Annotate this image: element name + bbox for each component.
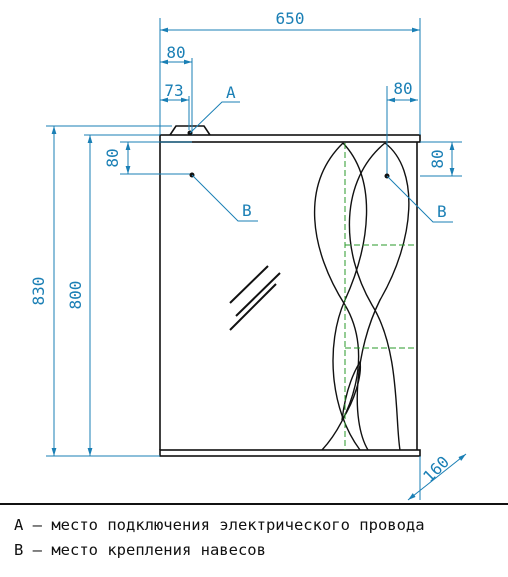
- dim-mount-drop-right: 80: [420, 141, 462, 177]
- marker-b-right-label: B: [437, 202, 447, 221]
- dim-total-height: 830: [29, 125, 172, 457]
- dim-mount-offset-right: 80: [386, 79, 418, 176]
- marker-b-left-label: B: [242, 201, 252, 220]
- door-wave: [314, 142, 410, 451]
- cabinet-drawing: 650 80 73 A 80 B 80 80: [29, 9, 467, 501]
- legend-item-a: A – место подключения электрического про…: [14, 516, 425, 534]
- dim-depth-label: 160: [419, 452, 453, 486]
- dim-mount-offset-right-label: 80: [393, 79, 412, 98]
- marker-b-right: B: [384, 173, 453, 223]
- dim-total-height-label: 830: [29, 277, 48, 306]
- dim-socket-offset-label: 73: [164, 81, 183, 100]
- dim-mount-drop-left: 80: [103, 141, 192, 175]
- marker-a: A: [187, 83, 240, 136]
- legend: A – место подключения электрического про…: [14, 513, 425, 563]
- dim-body-height-label: 800: [66, 281, 85, 310]
- cabinet-outline: [159, 125, 421, 457]
- dim-total-width: 650: [159, 9, 421, 135]
- door-guides: [344, 143, 417, 450]
- dim-socket-offset: 73: [160, 81, 190, 130]
- marker-a-label: A: [226, 83, 236, 102]
- dim-mount-drop-left-label: 80: [103, 148, 122, 167]
- dim-total-width-label: 650: [276, 9, 305, 28]
- dim-mount-offset-left-label: 80: [166, 43, 185, 62]
- dim-body-height: 800: [66, 134, 160, 456]
- socket-shape: [169, 125, 211, 136]
- marker-b-left: B: [189, 172, 258, 222]
- dim-depth: 160: [407, 452, 467, 501]
- mirror-hatch: [229, 265, 281, 331]
- dim-mount-drop-right-label: 80: [428, 149, 447, 168]
- dim-mount-offset-left: 80: [160, 43, 193, 135]
- legend-item-b: B – место крепления навесов: [14, 541, 266, 559]
- legend-divider: [0, 503, 508, 505]
